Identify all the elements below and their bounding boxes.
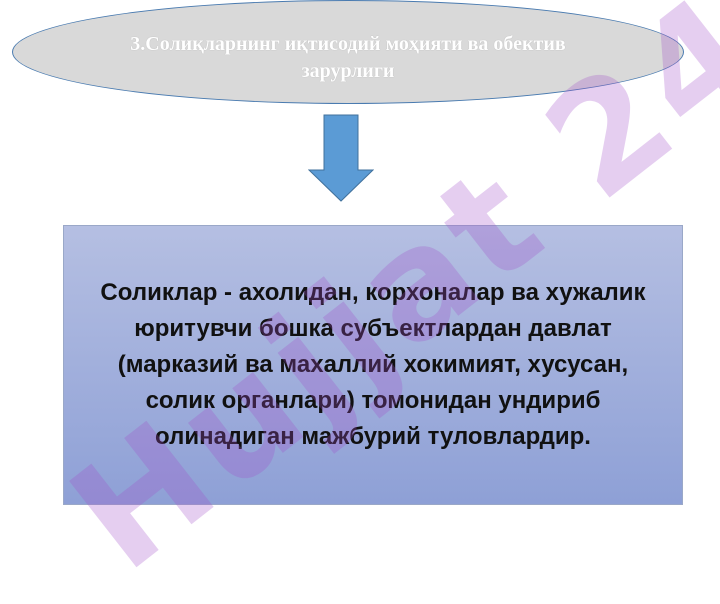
down-arrow-icon [308,114,374,202]
slide: 3.Солиқларнинг иқтисодий моҳияти ва обек… [12,0,720,604]
title-ellipse: 3.Солиқларнинг иқтисодий моҳияти ва обек… [12,0,684,104]
definition-text: Соликлар - ахолидан, корхоналар ва хужал… [100,279,646,450]
slide-title: 3.Солиқларнинг иқтисодий моҳияти ва обек… [130,33,566,82]
down-arrow-shape [308,114,374,202]
definition-box: Соликлар - ахолидан, корхоналар ва хужал… [63,225,683,505]
